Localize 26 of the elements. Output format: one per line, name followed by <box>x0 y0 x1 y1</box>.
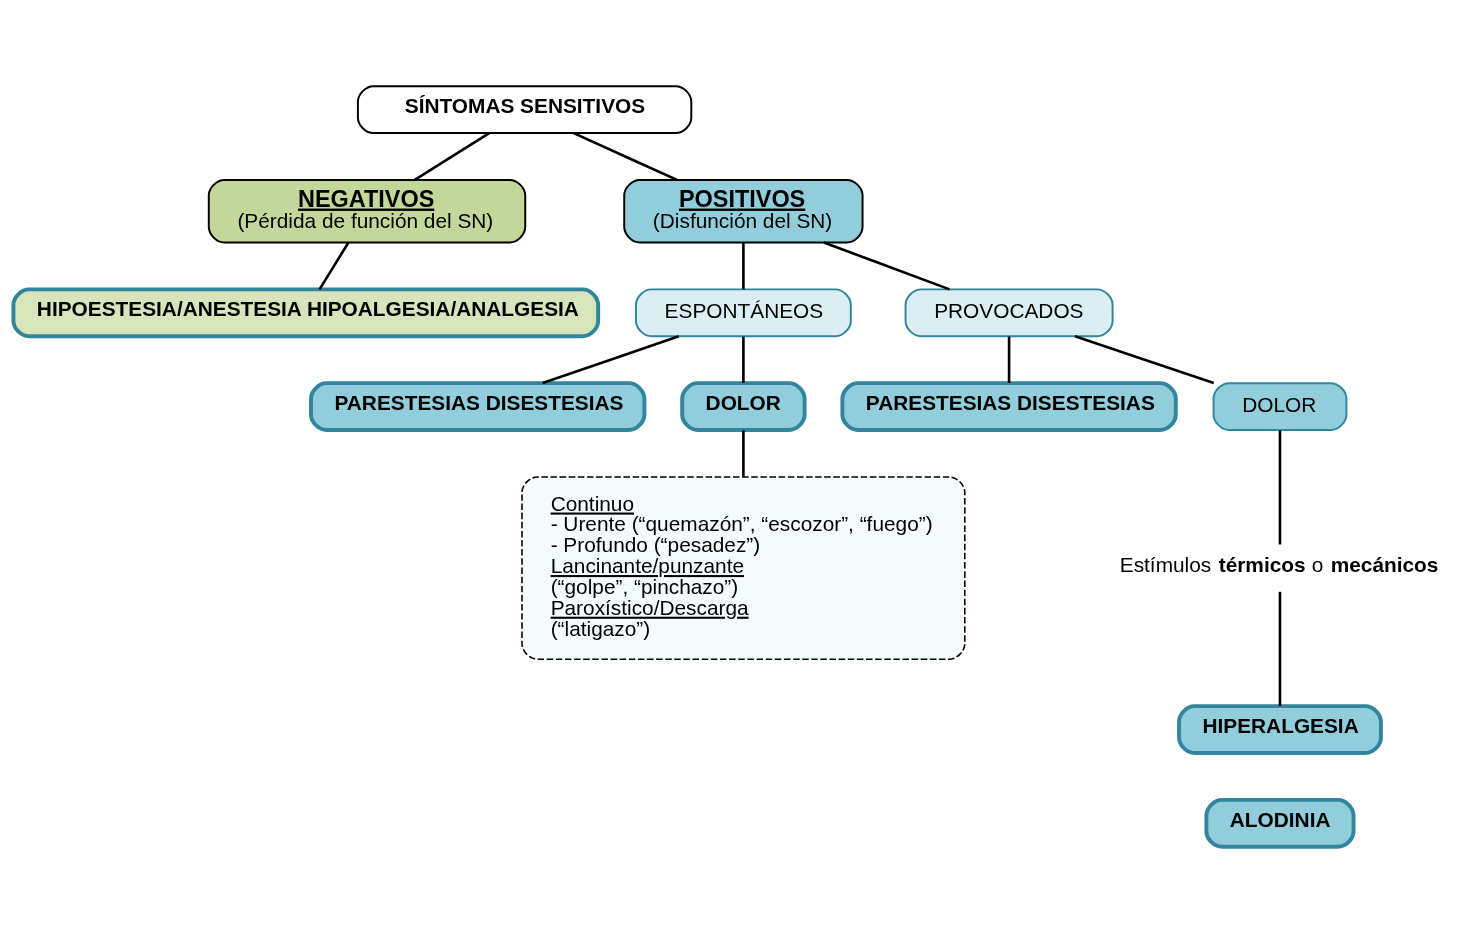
node-box: NEGATIVOS (Pérdida de función del SN) <box>207 179 527 244</box>
connector <box>1278 430 1282 545</box>
node-box: Continuo - Urente (“quemazón”, “escozor”, “fuego”) - Profundo (“pesadez”) Lancinante/punzante (“golpe”, “pinchazo”) Paroxístico/Descarga (“latigazo”) <box>521 476 966 661</box>
connector <box>742 430 745 477</box>
node-box: POSITIVOS (Disfunción del SN) <box>623 179 864 244</box>
node-box: ALODINIA <box>1204 797 1356 849</box>
connector <box>542 335 680 385</box>
connector <box>1278 591 1282 706</box>
connector <box>318 242 350 290</box>
connector <box>742 242 745 290</box>
node-box: HIPERALGESIA <box>1177 704 1383 755</box>
node-box: PROVOCADOS <box>904 288 1114 338</box>
connector <box>573 132 678 182</box>
connector <box>1007 336 1011 383</box>
node-box: PARESTESIAS DISESTESIAS <box>840 381 1178 432</box>
node-box: DOLOR <box>1212 382 1348 431</box>
node-box: HIPOESTESIA/ANESTESIA HIPOALGESIA/ANALGESIA <box>11 287 601 339</box>
connector <box>823 241 951 291</box>
node-box: SÍNTOMAS SENSITIVOS <box>356 85 693 135</box>
connector <box>414 132 490 181</box>
node-text: Estímulos térmicos o mecánicos <box>1119 552 1439 576</box>
node-box: ESPONTÁNEOS <box>634 288 852 338</box>
connector <box>1074 335 1215 385</box>
node-box: PARESTESIAS DISESTESIAS <box>309 381 647 432</box>
node-box: DOLOR <box>680 381 807 432</box>
connector <box>742 336 745 383</box>
